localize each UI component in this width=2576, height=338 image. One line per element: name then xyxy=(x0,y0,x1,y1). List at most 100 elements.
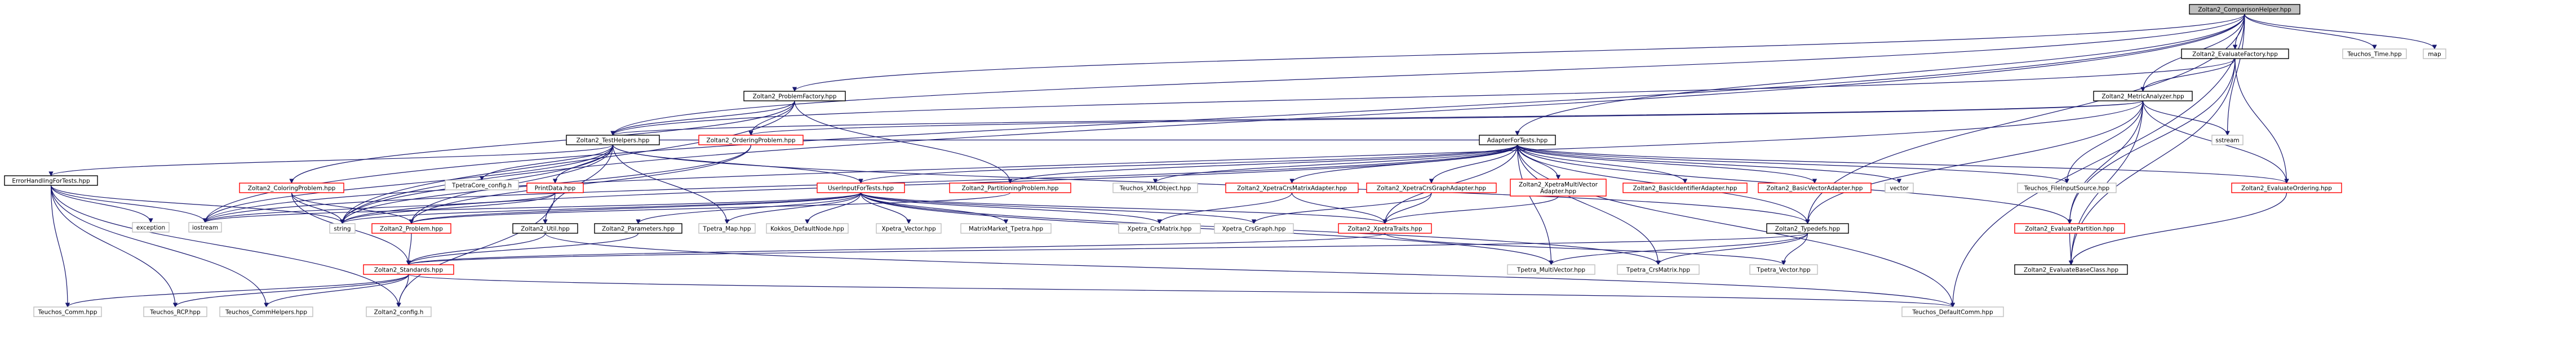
node-epart[interactable]: Zoltan2_EvaluatePartition.hpp xyxy=(2014,223,2125,234)
edge-aft-to-eord xyxy=(1517,144,2289,184)
node-label: PrintData.hpp xyxy=(535,185,576,192)
edge-root-to-map xyxy=(2244,14,2437,50)
node-label: Tpetra_MultiVector.hpp xyxy=(1517,267,1585,274)
node-box xyxy=(2231,183,2342,193)
node-label: Xpetra_CrsMatrix.hpp xyxy=(1128,226,1192,233)
node-box xyxy=(2017,183,2117,193)
node-box xyxy=(366,306,432,317)
node-cprob[interactable]: Zoltan2_ColoringProblem.hpp xyxy=(239,183,344,193)
node-string: string xyxy=(329,223,356,234)
node-label: Zoltan2_EvaluatePartition.hpp xyxy=(2025,226,2114,233)
edge-root-to-thelp xyxy=(610,14,2245,136)
node-typedefs[interactable]: Zoltan2_Typedefs.hpp xyxy=(1766,223,1849,234)
node-pfact[interactable]: Zoltan2_ProblemFactory.hpp xyxy=(743,91,846,101)
edge-uift-to-kdn xyxy=(805,192,862,224)
node-box xyxy=(1118,223,1201,234)
edge-manal-to-oprob xyxy=(748,100,2144,136)
node-box xyxy=(188,222,222,233)
edge-layer xyxy=(48,14,2437,308)
node-label: UserInputForTests.hpp xyxy=(828,185,894,192)
edge-aft-to-pprob xyxy=(1008,144,1518,184)
edge-xcrsma-to-xcrsm xyxy=(1157,192,1293,224)
node-xtraits[interactable]: Zoltan2_XpetraTraits.hpp xyxy=(1338,223,1432,234)
node-label: Zoltan2_ProblemFactory.hpp xyxy=(753,94,837,100)
edge-aft-to-string xyxy=(340,144,1518,224)
edge-thelp-to-ehft xyxy=(48,144,614,176)
node-box xyxy=(1766,223,1849,234)
edge-root-to-ttime xyxy=(2244,14,2377,50)
edge-ehft-to-tcommh xyxy=(50,185,269,308)
node-xcrsma[interactable]: Zoltan2_XpetraCrsMatrixAdapter.hpp xyxy=(1225,183,1359,193)
node-xcrsga[interactable]: Zoltan2_XpetraCrsGraphAdapter.hpp xyxy=(1366,183,1497,193)
node-ehft[interactable]: ErrorHandlingForTests.hpp xyxy=(4,175,98,186)
node-label: Teuchos_FileInputSource.hpp xyxy=(2024,185,2110,192)
edge-epart-to-ebase xyxy=(2068,233,2074,265)
node-tfis: Teuchos_FileInputSource.hpp xyxy=(2017,183,2117,193)
edge-stds-to-trcp xyxy=(172,274,409,308)
node-box xyxy=(1510,179,1607,197)
edge-uift-to-iostream xyxy=(203,192,862,223)
edge-pfact-to-string xyxy=(340,100,795,224)
node-label: Zoltan2_BasicIdentifierAdapter.hpp xyxy=(1633,185,1737,192)
node-uift[interactable]: UserInputForTests.hpp xyxy=(817,183,905,193)
node-box xyxy=(1112,183,1198,193)
edge-uift-to-tmv xyxy=(860,192,1554,265)
node-pprob[interactable]: Zoltan2_PartitioningProblem.hpp xyxy=(949,183,1071,193)
node-bida[interactable]: Zoltan2_BasicIdentifierAdapter.hpp xyxy=(1622,183,1748,193)
node-label: Teuchos_RCP.hpp xyxy=(149,309,201,316)
edge-pfact-to-pprob xyxy=(794,100,1013,184)
edge-efact-to-manal xyxy=(2140,58,2236,92)
node-ebase[interactable]: Zoltan2_EvaluateBaseClass.hpp xyxy=(2014,264,2128,275)
node-label: Zoltan2_EvaluateBaseClass.hpp xyxy=(2024,267,2118,274)
node-label: string xyxy=(334,226,351,233)
node-oprob[interactable]: Zoltan2_OrderingProblem.hpp xyxy=(698,135,804,145)
node-box xyxy=(743,91,846,101)
node-box xyxy=(132,222,170,233)
node-problem[interactable]: Zoltan2_Problem.hpp xyxy=(371,223,451,234)
edge-ehft-to-tcomm xyxy=(50,185,70,308)
node-aft[interactable]: AdapterForTests.hpp xyxy=(1479,135,1556,145)
node-box xyxy=(2423,48,2446,59)
edge-xcrsma-to-xtraits xyxy=(1291,192,1387,224)
edge-manal-to-tfis xyxy=(2064,100,2144,184)
node-pdata[interactable]: PrintData.hpp xyxy=(526,183,584,193)
node-tmap: Tpetra_Map.hpp xyxy=(698,223,756,234)
edge-aft-to-vector xyxy=(1517,144,1902,184)
node-box xyxy=(1758,183,1872,193)
node-xcrsg: Xpetra_CrsGraph.hpp xyxy=(1214,223,1294,234)
node-util[interactable]: Zoltan2_Util.hpp xyxy=(512,223,578,234)
node-label: Zoltan2_Typedefs.hpp xyxy=(1775,226,1841,233)
edge-typedefs-to-tcrsm xyxy=(1656,233,1808,265)
node-tcomm: Teuchos_Comm.hpp xyxy=(33,306,102,317)
edge-cprob-to-string xyxy=(291,192,345,224)
node-label: sstream xyxy=(2215,137,2239,144)
node-box xyxy=(2181,48,2289,59)
node-sstream: sstream xyxy=(2211,135,2244,145)
node-manal[interactable]: Zoltan2_MetricAnalyzer.hpp xyxy=(2093,91,2193,101)
node-root[interactable]: Zoltan2_ComparisonHelper.hpp xyxy=(2189,4,2300,15)
edge-xcrsga-to-xtraits xyxy=(1382,192,1432,224)
node-box xyxy=(239,183,344,193)
node-thelp[interactable]: Zoltan2_TestHelpers.hpp xyxy=(566,135,660,145)
edge-typedefs-to-tmv xyxy=(1549,233,1808,265)
node-efact[interactable]: Zoltan2_EvaluateFactory.hpp xyxy=(2181,48,2289,59)
edge-aft-to-tdcomm xyxy=(1517,144,1956,308)
node-label: map xyxy=(2428,51,2441,58)
edge-stds-to-tcommh xyxy=(264,274,409,308)
node-box xyxy=(1749,264,1818,275)
node-stds[interactable]: Zoltan2_Standards.hpp xyxy=(363,264,454,275)
node-params[interactable]: Zoltan2_Parameters.hpp xyxy=(594,223,682,234)
node-box xyxy=(1507,264,1595,275)
node-tvec: Tpetra_Vector.hpp xyxy=(1749,264,1818,275)
node-bva[interactable]: Zoltan2_BasicVectorAdapter.hpp xyxy=(1758,183,1872,193)
node-box xyxy=(1214,223,1294,234)
edge-ehft-to-zconfig xyxy=(50,185,401,308)
node-iostream: iostream xyxy=(188,222,222,233)
node-zconfig: Zoltan2_config.h xyxy=(366,306,432,317)
node-label: Xpetra_CrsGraph.hpp xyxy=(1222,226,1285,233)
node-eord[interactable]: Zoltan2_EvaluateOrdering.hpp xyxy=(2231,183,2342,193)
node-box xyxy=(1622,183,1748,193)
edge-aft-to-tfis xyxy=(1517,144,2069,184)
node-txml: Teuchos_XMLObject.hpp xyxy=(1112,183,1198,193)
